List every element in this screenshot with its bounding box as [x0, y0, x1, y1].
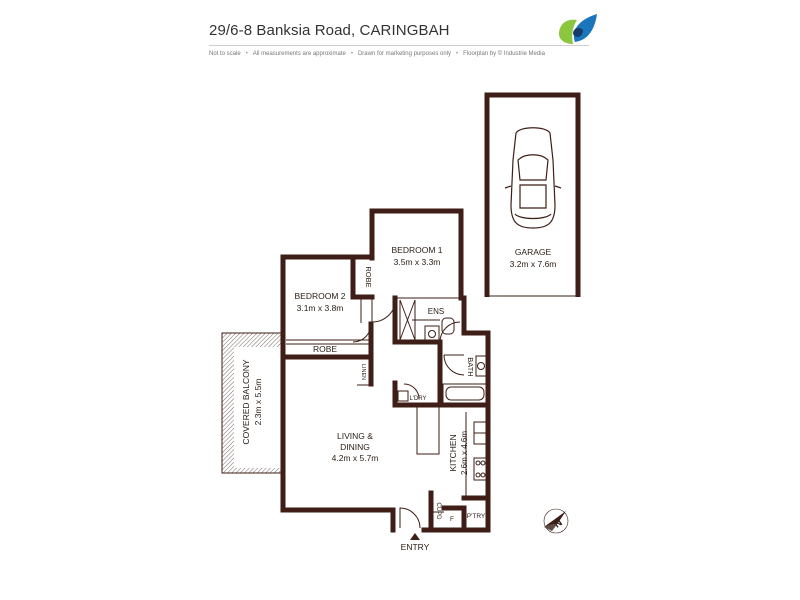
- thin-lines: [280, 209, 461, 460]
- fridge-label: F: [450, 516, 454, 523]
- bedroom2-size: 3.1m x 3.8m: [297, 303, 344, 313]
- kitchen-size: 2.6m x 4.6m: [460, 431, 469, 475]
- ensuite-label: ENS: [428, 307, 444, 316]
- walls: [280, 208, 491, 533]
- disclaimer-line: Not to scale • All measurements are approx…: [209, 51, 545, 57]
- dining-label: DINING: [340, 442, 370, 452]
- car-icon: [504, 127, 562, 229]
- laundry-label: L'DRY: [409, 396, 426, 402]
- pantry-label: P'TRY: [467, 513, 486, 520]
- entry-label: ENTRY: [401, 542, 430, 552]
- room-labels: GARAGE 3.2m x 7.6m BEDROOM 1 3.5m x 3.3m…: [241, 245, 556, 552]
- ens-door: [439, 321, 461, 343]
- bedroom1-robe-label: ROBE: [364, 266, 373, 287]
- cupboard-label: CUPD: [435, 502, 441, 520]
- disclaimer-separator: •: [350, 51, 353, 57]
- kitchen-label: KITCHEN: [448, 434, 458, 471]
- laundry-tub: [397, 390, 409, 402]
- bedroom1-label: BEDROOM 1: [391, 245, 442, 255]
- logo-navy-core: [573, 27, 583, 37]
- bedroom2-robe-label: ROBE: [313, 344, 337, 354]
- balcony-size: 2.3m x 5.5m: [253, 379, 263, 426]
- logo-green-leaf: [559, 19, 577, 44]
- kitchen-island: [416, 404, 440, 455]
- disclaimer-measurements: All measurements are approximate: [252, 51, 346, 57]
- bath-vanity: [475, 355, 488, 377]
- disclaimer-separator: •: [245, 51, 248, 57]
- bedroom1-size: 3.5m x 3.3m: [394, 257, 441, 267]
- page-title: 29/6-8 Banksia Road, CARINGBAH: [209, 22, 450, 39]
- bath-door: [443, 354, 465, 376]
- bedroom2-label: BEDROOM 2: [294, 291, 345, 301]
- living-label: LIVING &: [337, 431, 373, 441]
- entry-door: [399, 507, 421, 529]
- bath-label: BATH: [466, 357, 475, 376]
- garage-label: GARAGE: [515, 247, 552, 257]
- disclaimer-not-to-scale: Not to scale: [209, 51, 241, 57]
- cooktop-icon: [473, 457, 488, 481]
- disclaimer-marketing: Drawn for marketing purposes only: [357, 51, 451, 57]
- doors: [352, 297, 465, 529]
- fixtures: [397, 317, 488, 498]
- entry-arrow-icon: [410, 533, 420, 540]
- living-size: 4.2m x 5.7m: [332, 453, 379, 463]
- covered-balcony: [221, 332, 282, 474]
- bedroom1-door: [371, 297, 397, 323]
- disclaimer-separator: •: [456, 51, 459, 57]
- garage-size: 3.2m x 7.6m: [510, 259, 557, 269]
- linen-label: LINEN: [360, 364, 366, 380]
- compass-icon: N: [543, 508, 569, 534]
- bathtub-icon: [442, 383, 488, 404]
- balcony-label: COVERED BALCONY: [241, 359, 251, 444]
- header-divider: [209, 45, 589, 46]
- industrie-media-logo: [559, 14, 597, 44]
- ens-vanity: [424, 325, 440, 341]
- garage: [484, 92, 581, 297]
- laundry-door: [403, 383, 420, 400]
- disclaimer-credit: Floorplan by © Industrie Media: [463, 51, 545, 57]
- ens-toilet-icon: [441, 317, 455, 335]
- bedroom2-door: [352, 323, 372, 343]
